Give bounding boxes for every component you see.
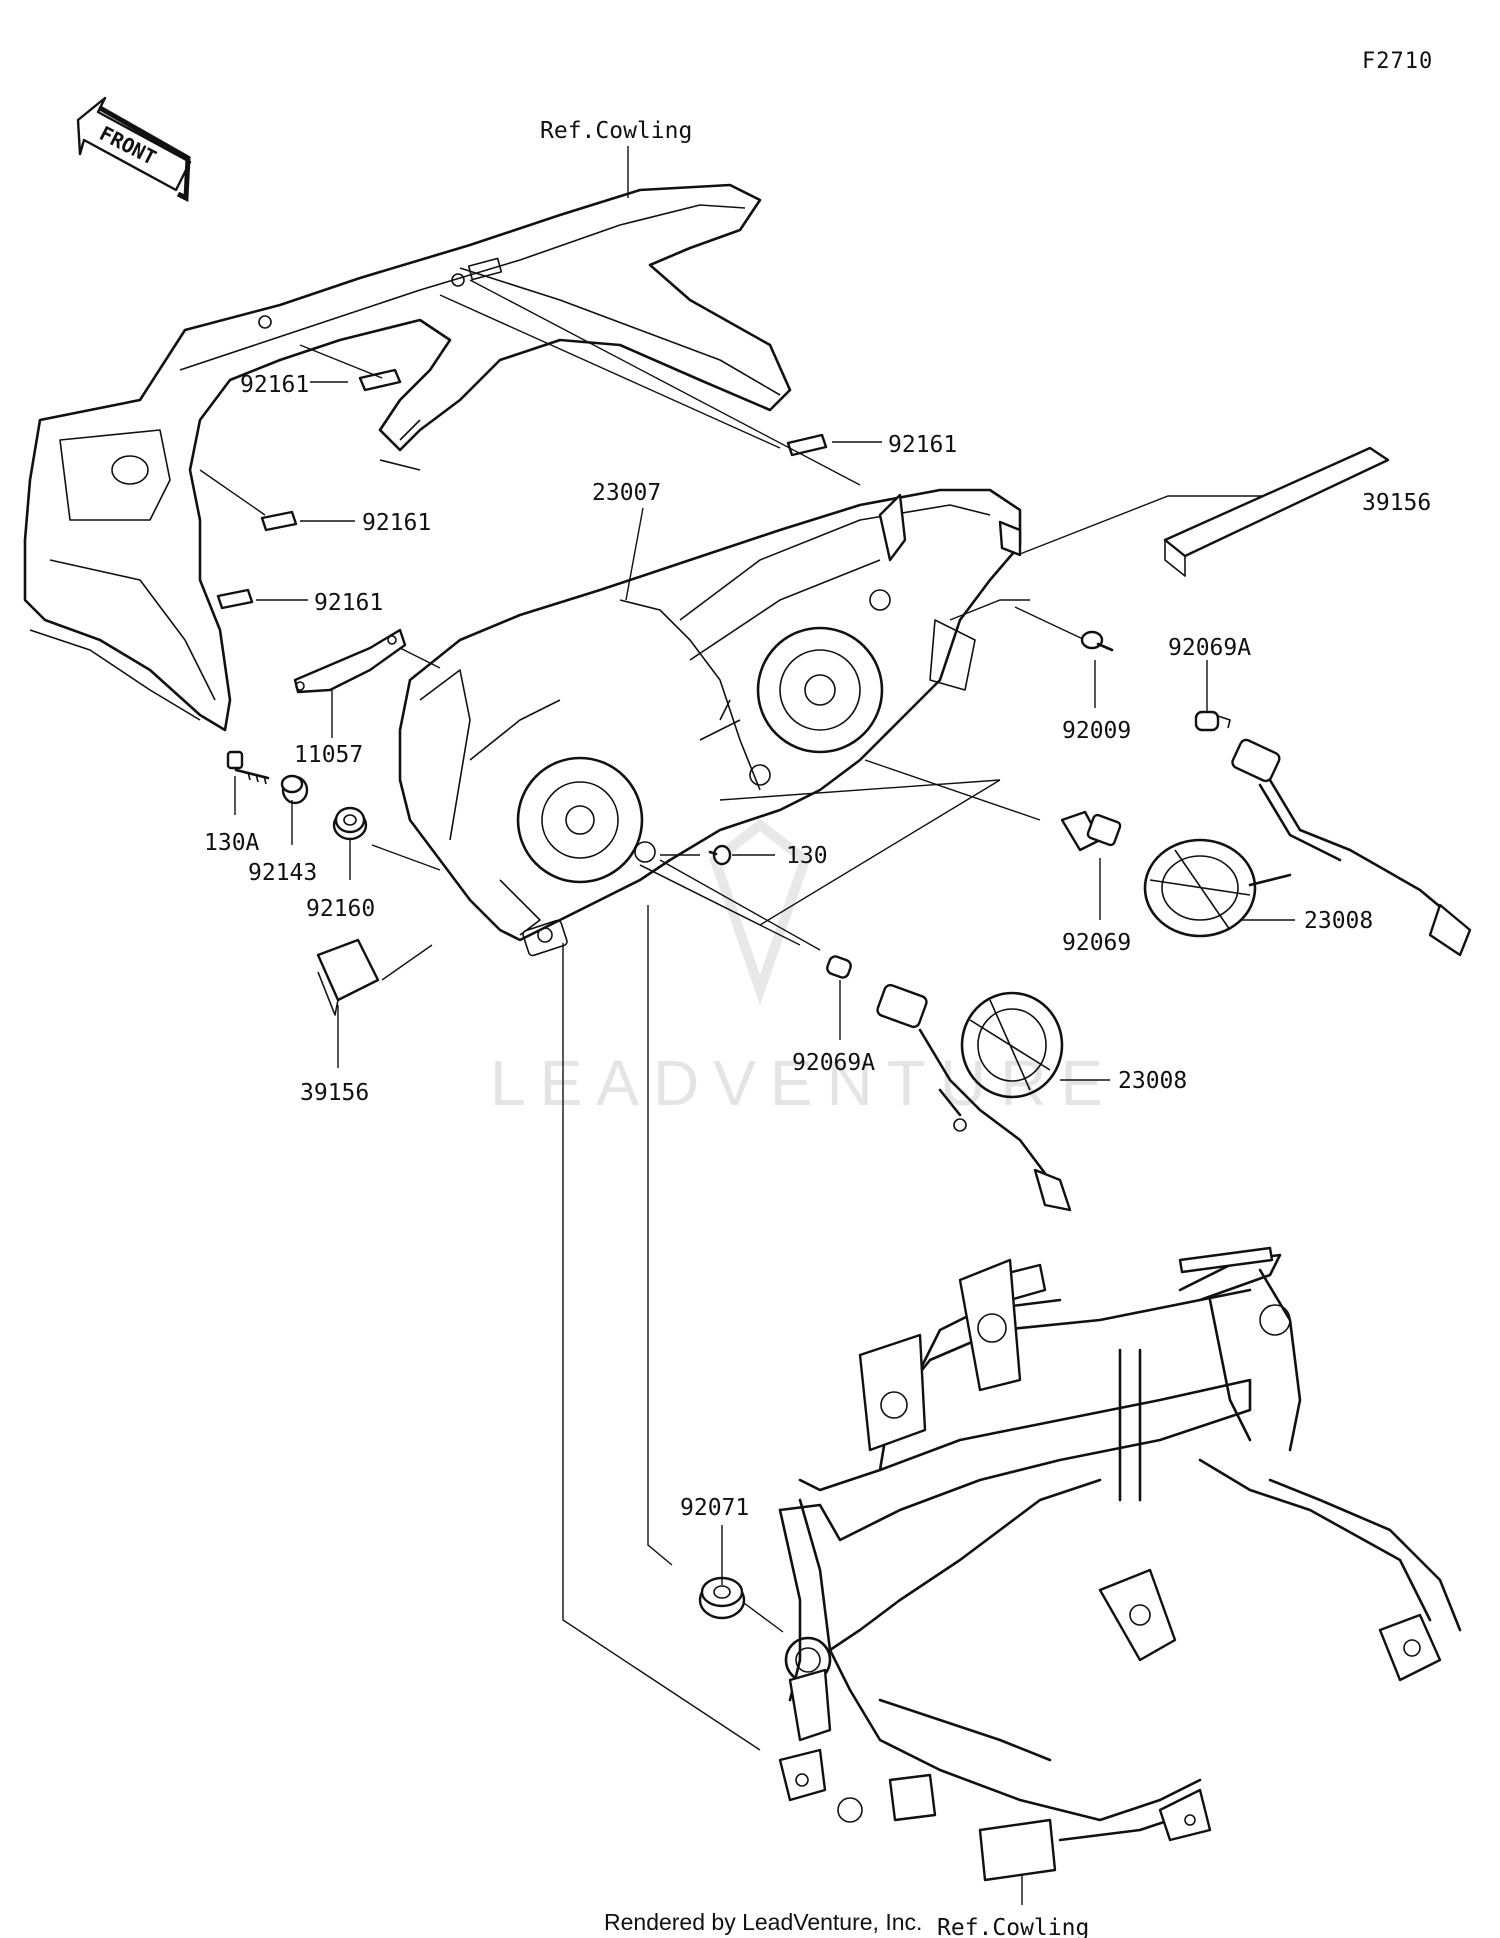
upper-cowling: [23, 183, 792, 732]
bracket-11057: [293, 628, 407, 694]
pad-92161-3: [260, 510, 298, 532]
figure-code: F2710: [1362, 49, 1433, 74]
callout-92161: 92161: [888, 432, 957, 458]
callout-92161: 92161: [240, 372, 309, 398]
callout-92069: 92069: [1062, 930, 1131, 956]
footer-credit: Rendered by LeadVenture, Inc.: [604, 1909, 922, 1935]
callout-92069A: 92069A: [1168, 635, 1251, 661]
callout-23008: 23008: [1304, 908, 1373, 934]
callout-92161: 92161: [362, 510, 431, 536]
callout-92143: 92143: [248, 860, 317, 886]
watermark: LEADVENTURE: [490, 818, 1117, 1119]
collar-92143: [280, 774, 309, 805]
callout-23008: 23008: [1118, 1068, 1187, 1094]
socket-23008-left: [876, 983, 1072, 1212]
foam-pad-39156-left: [316, 938, 380, 1016]
pad-92161-2: [786, 433, 828, 457]
foam-strip-39156-right: [1163, 446, 1390, 577]
grommet-92160: [332, 806, 368, 841]
socket-23008-right: [1143, 738, 1472, 957]
callout-92009: 92009: [1062, 718, 1131, 744]
screw-92009: [1080, 630, 1114, 652]
pad-92161-1: [358, 368, 402, 392]
watermark-text: LEADVENTURE: [490, 1047, 1117, 1119]
callout-11057: 11057: [294, 742, 363, 768]
callout-92160: 92160: [306, 896, 375, 922]
callout-39156: 39156: [300, 1080, 369, 1106]
bulb-92069: [1060, 810, 1122, 852]
callout-23007: 23007: [592, 480, 661, 506]
pad-92161-4: [216, 588, 254, 610]
bolt-130A: [226, 750, 270, 785]
bolt-130: [708, 844, 732, 866]
callout-92161: 92161: [314, 590, 383, 616]
grommet-92071: [698, 1576, 746, 1620]
front-direction-arrow-icon: FRONT: [76, 96, 192, 202]
cowling-stay-frame: [778, 1246, 1462, 1882]
callout-130A: 130A: [204, 830, 260, 856]
bulb-92069A-left: [826, 955, 852, 979]
callout-92069A: 92069A: [792, 1050, 875, 1076]
callout-39156: 39156: [1362, 490, 1431, 516]
callout-130: 130: [786, 843, 828, 869]
ref-cowling-top: Ref.Cowling: [540, 118, 692, 144]
headlight-assembly: [398, 488, 1022, 957]
bulb-92069A-right: [1194, 710, 1231, 732]
ref-cowling-bottom: Ref.Cowling: [937, 1915, 1089, 1938]
callout-92071: 92071: [680, 1495, 749, 1521]
